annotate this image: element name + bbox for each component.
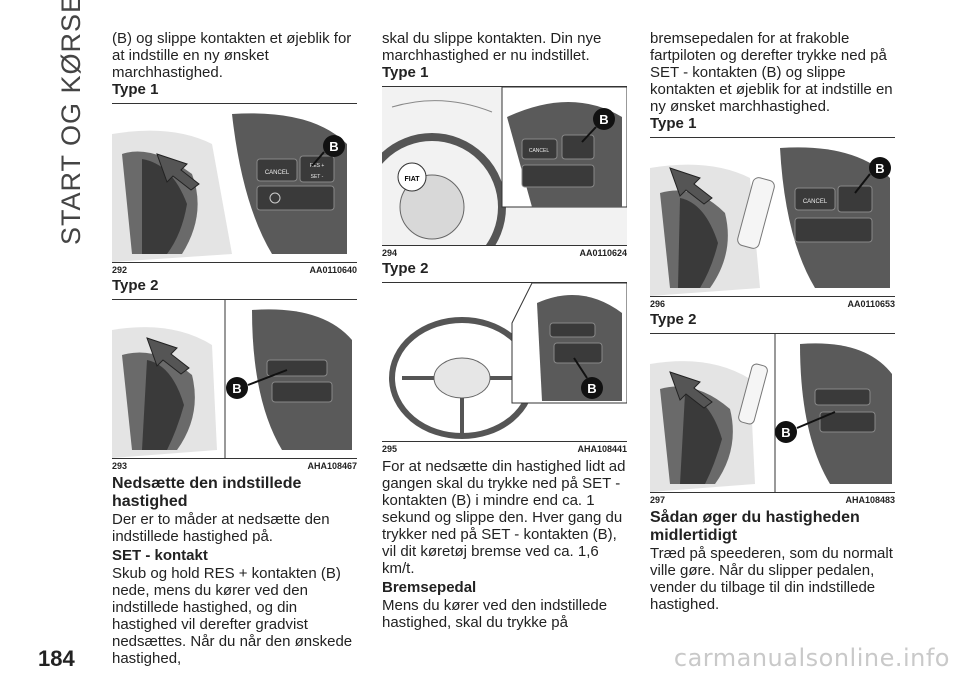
figure-heading: Type 1	[112, 81, 159, 98]
callout-b-icon	[323, 135, 345, 157]
column-1: (B) og slippe kontakten et øjeblik for a…	[112, 30, 357, 667]
figure-code: AA0110640	[309, 265, 357, 275]
figure-code: AHA108441	[577, 444, 627, 454]
figure-number: 295	[382, 444, 398, 454]
callout-label: B	[781, 425, 790, 440]
section-heading: Nedsætte den indstillede hastighed	[112, 475, 302, 510]
figure-heading: Type 1	[382, 64, 429, 81]
section-title: START OG KØRSEL	[56, 0, 86, 245]
cancel-label: CANCEL	[529, 148, 550, 154]
paragraph: Mens du kører ved den indstillede hastig…	[382, 597, 608, 631]
figure-number: 297	[650, 495, 666, 505]
steering-switch-illustration: B	[650, 334, 892, 492]
figure-code: AA0110653	[847, 299, 895, 309]
page-number: 184	[38, 646, 75, 671]
figure-292: CANCEL RES + SET - B 292 AA0110640	[112, 103, 357, 275]
callout-label: B	[599, 112, 608, 127]
figure-number: 294	[382, 248, 398, 258]
column-3: bremsepedalen for at frakoble fartpilote…	[650, 30, 895, 613]
figure-code: AHA108467	[307, 461, 357, 471]
cancel-label: CANCEL	[265, 170, 290, 176]
figure-heading: Type 2	[382, 260, 429, 277]
set-label: SET -	[311, 174, 324, 180]
paragraph: bremsepedalen for at frakoble fartpilote…	[650, 30, 893, 115]
figure-296: CANCEL B 296 AA0110653	[650, 137, 895, 309]
watermark: carmanualsonline.info	[673, 644, 950, 672]
callout-label: B	[232, 381, 241, 396]
subheading: Bremsepedal	[382, 579, 477, 596]
paragraph: (B) og slippe kontakten et øjeblik for a…	[112, 30, 352, 81]
figure-297: B 297 AHA108483	[650, 333, 895, 505]
steering-switch-illustration: B	[112, 300, 352, 458]
steering-switch-illustration: CANCEL B	[650, 147, 891, 296]
figure-heading: Type 2	[650, 311, 697, 328]
callout-label: B	[329, 139, 338, 154]
subheading: SET - kontakt	[112, 547, 208, 564]
callout-b-icon	[775, 421, 797, 443]
paragraph: Træd på speederen, som du normalt ville …	[650, 545, 893, 613]
callout-label: B	[875, 161, 884, 176]
steering-switch-illustration: CANCEL RES + SET - B	[112, 113, 347, 262]
figure-294: FIAT CANCEL B 294 AA0110624	[382, 86, 627, 258]
callout-b-icon	[869, 157, 891, 179]
dashboard-illustration: FIAT CANCEL B	[382, 87, 627, 245]
callout-b-icon	[581, 377, 603, 399]
paragraph: skal du slippe kontakten. Din nye marchh…	[382, 30, 602, 64]
figure-293: B 293 AHA108467	[112, 299, 357, 471]
fiat-logo: FIAT	[404, 176, 420, 183]
cancel-label: CANCEL	[803, 199, 828, 205]
figure-295: B 295 AHA108441	[382, 282, 627, 454]
steering-wheel-illustration: B	[389, 283, 627, 439]
paragraph: Skub og hold RES + kontakten (B) nede, m…	[112, 565, 353, 667]
column-2: skal du slippe kontakten. Din nye marchh…	[382, 30, 627, 631]
callout-b-icon	[226, 377, 248, 399]
figure-code: AHA108483	[845, 495, 895, 505]
figure-number: 292	[112, 265, 128, 275]
figure-code: AA0110624	[579, 248, 627, 258]
figure-number: 293	[112, 461, 128, 471]
paragraph: Der er to måder at nedsætte den indstill…	[112, 511, 330, 545]
res-label: RES +	[310, 163, 325, 169]
callout-label: B	[587, 381, 596, 396]
paragraph: For at nedsætte din hastighed lidt ad ga…	[382, 458, 626, 577]
section-heading: Sådan øger du hastigheden midlertidigt	[650, 509, 860, 544]
figure-heading: Type 1	[650, 115, 697, 132]
callout-b-icon	[593, 108, 615, 130]
section-sidebar-title: START OG KØRSEL	[56, 0, 86, 250]
figure-heading: Type 2	[112, 277, 159, 294]
figure-number: 296	[650, 299, 666, 309]
